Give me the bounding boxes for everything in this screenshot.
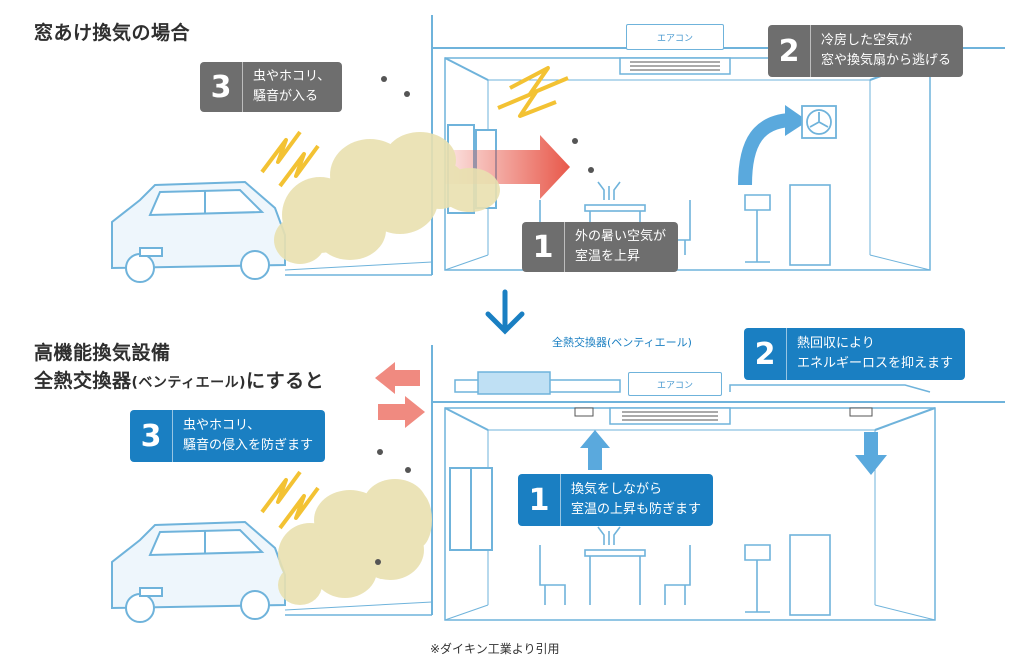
bottom-airflow-arrows-icon: [580, 430, 887, 475]
bottom-dust-cloud-icon: [278, 479, 432, 605]
source-credit: ※ダイキン工業より引用: [430, 642, 560, 656]
top-exhaust-fan-icon: [801, 105, 837, 139]
badge-line2: 騒音が入る: [253, 89, 319, 104]
bottom-section-title-line2: 全熱交換器(ベンティエール)にすると: [34, 366, 324, 393]
bottom-closed-window-icon: [449, 467, 493, 551]
badge-number: 1: [522, 222, 565, 272]
badge-line2: 室温を上昇: [575, 249, 641, 264]
bottom-lightning-icons: [260, 470, 320, 530]
bottom-furniture: [539, 526, 831, 616]
badge-line1: 熱回収により: [797, 336, 875, 351]
badge-line1: 冷房した空気が: [821, 33, 913, 48]
bottom-aircon-label: エアコン: [628, 372, 722, 396]
badge-number: 2: [744, 328, 787, 380]
bottom-heat-exchanger-icon: [477, 371, 551, 395]
bottom-insect-icons: [375, 449, 411, 565]
badge-number: 2: [768, 25, 811, 77]
bottom-badge-1: 1 換気をしながら 室温の上昇も防ぎます: [518, 474, 714, 526]
title-paren: (ベンティエール): [131, 375, 246, 391]
bottom-badge-3: 3 虫やホコリ、 騒音の侵入を防ぎます: [130, 410, 326, 462]
badge-line1: 換気をしながら: [571, 482, 663, 497]
bottom-section-title-line1: 高機能換気設備: [34, 342, 171, 364]
badge-line2: 騒音の侵入を防ぎます: [183, 438, 314, 453]
transition-arrow-icon: [485, 289, 525, 335]
title-tail: にすると: [245, 370, 325, 392]
top-car-icon: [111, 180, 286, 283]
bottom-scene: [284, 345, 1005, 621]
top-badge-2: 2 冷房した空気が 窓や換気扇から逃げる: [768, 25, 964, 77]
badge-line2: 窓や換気扇から逃げる: [821, 53, 952, 68]
top-lightning-icons: [260, 66, 569, 188]
badge-number: 1: [518, 474, 561, 526]
top-badge-3: 3 虫やホコリ、 騒音が入る: [200, 62, 343, 112]
badge-line1: 虫やホコリ、: [253, 69, 331, 84]
bottom-car-icon: [111, 520, 286, 623]
badge-line1: 外の暑い空気が: [575, 229, 667, 244]
bottom-ceiling-ac-icon: [574, 407, 873, 425]
top-escape-air-arrow-icon: [738, 105, 808, 186]
badge-number: 3: [130, 410, 173, 462]
top-dust-cloud-icon: [274, 132, 500, 264]
bottom-badge-2: 2 熱回収により エネルギーロスを抑えます: [744, 328, 966, 380]
badge-number: 3: [200, 62, 243, 112]
heat-exchanger-label: 全熱交換器(ベンティエール): [552, 336, 692, 349]
badge-line1: 虫やホコリ、: [183, 418, 261, 433]
title-main: 全熱交換器: [34, 370, 132, 392]
top-badge-1: 1 外の暑い空気が 室温を上昇: [522, 222, 679, 272]
badge-line2: エネルギーロスを抑えます: [797, 356, 954, 371]
badge-line2: 室温の上昇も防ぎます: [571, 502, 702, 517]
top-aircon-label: エアコン: [626, 24, 724, 50]
top-ceiling-ac-icon: [619, 57, 731, 75]
bottom-exchange-arrows-icon: [375, 362, 425, 428]
top-insect-icons: [381, 76, 594, 173]
top-section-title: 窓あけ換気の場合: [34, 22, 191, 44]
